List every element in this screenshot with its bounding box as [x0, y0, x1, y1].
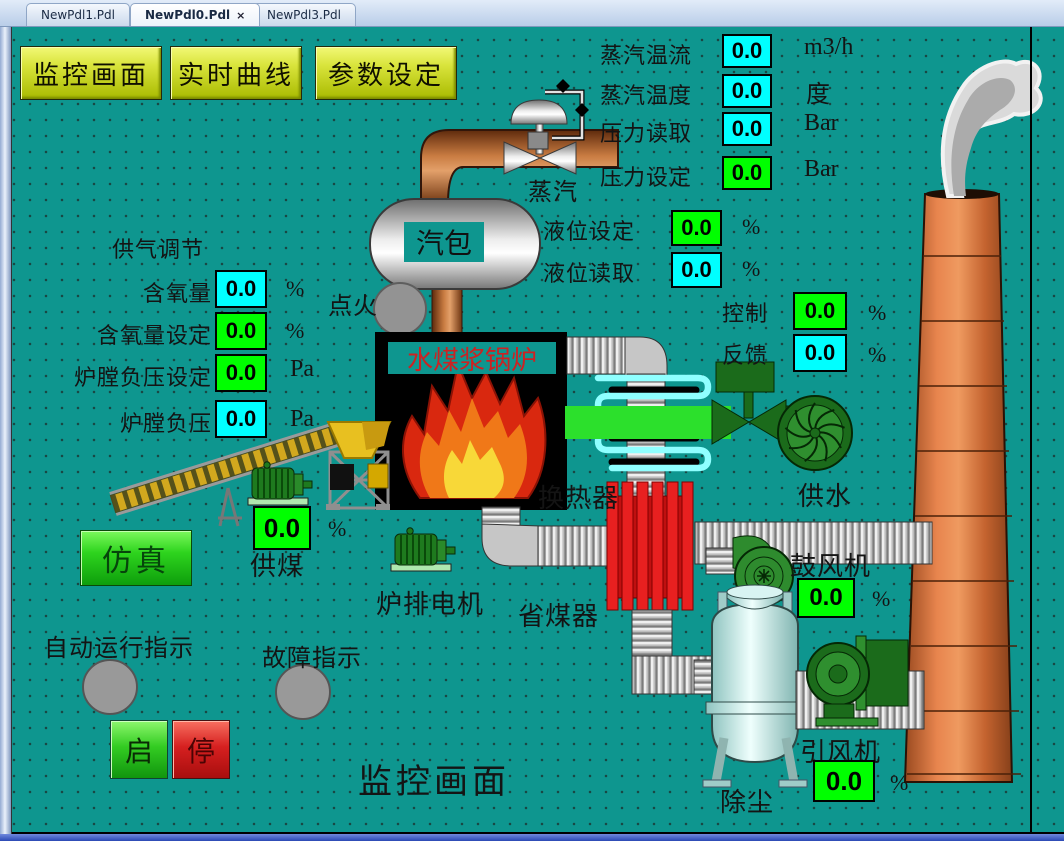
ignition-label: 点火	[328, 292, 378, 320]
oxygen-unit: %	[286, 276, 305, 301]
tab-label: NewPdl0.Pdl	[145, 8, 231, 22]
pressure-read-unit: Bar	[804, 110, 839, 136]
page-title: 监控画面	[358, 762, 510, 802]
feedback-label: 反馈	[722, 344, 769, 369]
water-supply-valve	[711, 361, 787, 445]
furnace-press-set-unit: Pa	[290, 356, 314, 382]
boiler-label: 水煤浆锅炉	[388, 342, 556, 376]
drum-label: 汽包	[404, 222, 484, 262]
furnace-press-value: 0.0	[215, 400, 267, 438]
induced-draft-fan	[806, 635, 909, 727]
steam-temp-label: 蒸汽温度	[600, 84, 693, 109]
grate-motor	[390, 526, 456, 572]
parameter-setting-button[interactable]: 参数设定	[315, 46, 457, 100]
ignition-button-circle[interactable]	[373, 282, 427, 336]
tab-newpdl3[interactable]: NewPdl3.Pdl	[252, 3, 356, 26]
tab-label: NewPdl1.Pdl	[41, 8, 115, 22]
control-value[interactable]: 0.0	[793, 292, 847, 330]
coal-feed-motor	[247, 460, 313, 506]
economizer-label: 省煤器	[518, 602, 600, 632]
steam-flow-value: 0.0	[722, 34, 772, 68]
window-left-frame	[0, 26, 12, 841]
induced-fan-unit: %	[890, 770, 909, 795]
stop-button[interactable]: 停	[172, 720, 230, 779]
plant-graphics	[82, 59, 1043, 788]
tab-close-icon[interactable]: ×	[236, 8, 246, 22]
furnace-press-set-value[interactable]: 0.0	[215, 354, 267, 392]
furnace-press-unit: Pa	[290, 406, 314, 432]
blower-unit: %	[872, 586, 891, 611]
pressure-set-label: 压力设定	[600, 166, 693, 191]
coal-hopper	[326, 421, 392, 510]
oxygen-label: 含氧量	[142, 282, 212, 307]
feedback-unit: %	[868, 342, 887, 367]
feedback-value: 0.0	[793, 334, 847, 372]
furnace-press-set-label: 炉膛负压设定	[73, 366, 212, 391]
oxygen-set-value[interactable]: 0.0	[215, 312, 267, 350]
oxygen-value: 0.0	[215, 270, 267, 308]
level-read-value: 0.0	[671, 252, 722, 288]
economizer	[606, 481, 694, 611]
steam-temp-value: 0.0	[722, 74, 772, 108]
dust-removal-label: 除尘	[720, 788, 775, 818]
blower-label: 鼓风机	[790, 552, 872, 582]
furnace-press-label: 炉膛负压	[119, 412, 212, 437]
steam-valve	[503, 79, 589, 175]
canvas-right-border	[1030, 26, 1032, 841]
pressure-read-value: 0.0	[722, 112, 772, 146]
chimney	[903, 189, 1021, 783]
realtime-curve-button[interactable]: 实时曲线	[170, 46, 302, 100]
induced-fan-value[interactable]: 0.0	[813, 760, 875, 802]
grate-motor-label: 炉排电机	[376, 590, 485, 620]
canvas-bottom-border	[11, 832, 1064, 834]
control-label: 控制	[722, 302, 769, 327]
level-set-value[interactable]: 0.0	[671, 210, 722, 246]
water-supply-pump	[777, 395, 853, 471]
level-read-label: 液位读取	[543, 262, 636, 287]
air-panel-title: 供气调节	[112, 238, 205, 263]
level-set-unit: %	[742, 214, 761, 239]
coal-supply-unit: %	[328, 516, 347, 541]
smoke-plume	[940, 59, 1043, 198]
water-supply-label: 供水	[798, 482, 853, 512]
fault-indicator-label: 故障指示	[262, 644, 362, 672]
oxygen-set-label: 含氧量设定	[96, 324, 212, 349]
level-read-unit: %	[742, 256, 761, 281]
pressure-set-unit: Bar	[804, 156, 839, 182]
tab-newpdl1[interactable]: NewPdl1.Pdl	[26, 3, 130, 26]
boiler-flame	[402, 360, 547, 499]
simulate-button[interactable]: 仿真	[80, 530, 192, 586]
tab-label: NewPdl3.Pdl	[267, 8, 341, 22]
window-bottom-frame	[0, 834, 1064, 841]
tab-bar: NewPdl1.Pdl NewPdl0.Pdl × NewPdl3.Pdl	[0, 0, 1064, 27]
economizer-duct	[481, 506, 611, 567]
steam-flow-unit: m3/h	[804, 34, 854, 60]
level-set-label: 液位设定	[543, 220, 636, 245]
steam-temp-unit: 度	[806, 82, 830, 108]
fault-lamp	[275, 664, 331, 720]
auto-run-lamp	[82, 659, 138, 715]
pressure-set-value[interactable]: 0.0	[722, 156, 772, 190]
steam-label: 蒸汽	[528, 178, 578, 206]
dust-collector-tank	[693, 584, 808, 788]
blower-value[interactable]: 0.0	[797, 578, 855, 618]
coal-supply-value[interactable]: 0.0	[253, 506, 311, 550]
steam-flow-label: 蒸汽温流	[600, 44, 693, 69]
heat-exchanger-label: 换热器	[538, 484, 620, 514]
mimic-canvas: 监控画面 实时曲线 参数设定 蒸汽温流 0.0 m3/h 蒸汽温度 0.0 度 …	[0, 26, 1064, 841]
coal-supply-label: 供煤	[250, 552, 305, 582]
control-unit: %	[868, 300, 887, 325]
economizer-down-duct	[631, 609, 673, 659]
pressure-read-label: 压力读取	[600, 122, 693, 147]
water-pipe	[565, 406, 731, 439]
coal-conveyor	[109, 421, 344, 527]
oxygen-set-unit: %	[286, 318, 305, 343]
tab-newpdl0[interactable]: NewPdl0.Pdl ×	[130, 3, 261, 26]
auto-run-indicator-label: 自动运行指示	[44, 634, 194, 662]
monitor-screen-button[interactable]: 监控画面	[20, 46, 162, 100]
start-button[interactable]: 启	[110, 720, 168, 779]
